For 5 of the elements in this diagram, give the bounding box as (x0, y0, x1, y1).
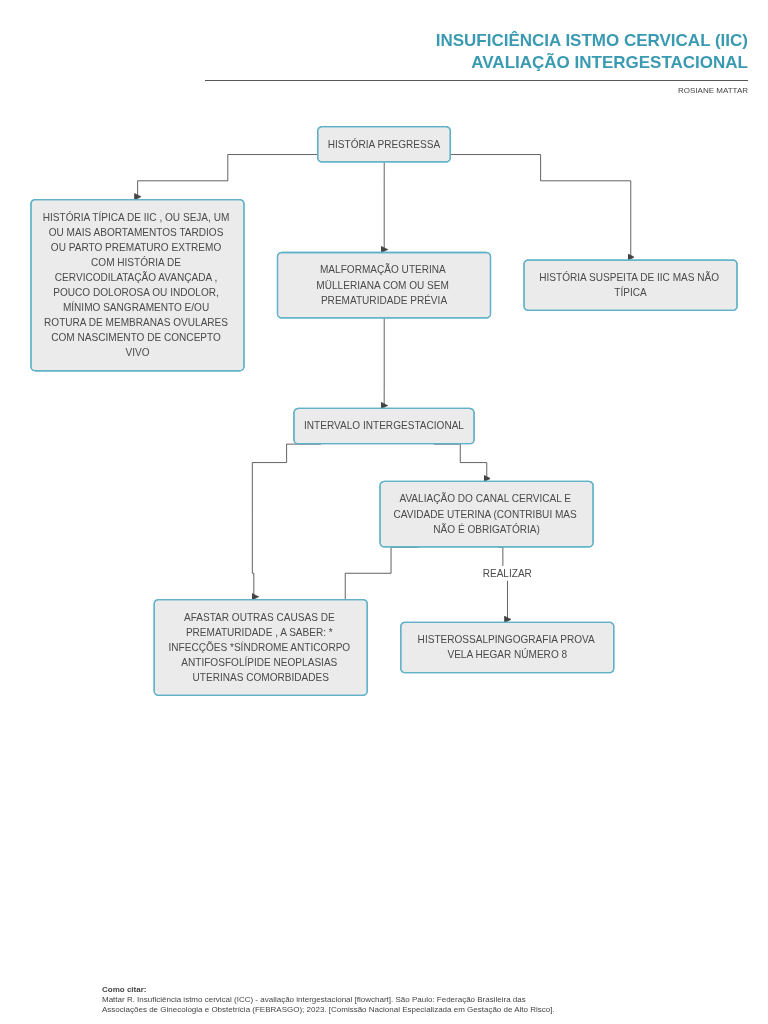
title: INSUFICIÊNCIA ISTMO CERVICAL (IIC) AVALIAÇÃO INTERGESTACIONAL (434, 30, 748, 74)
edge-label: REALIZAR (482, 567, 532, 580)
citation-heading: Como citar: (102, 985, 147, 994)
citation-text: Mattar R. Insuficiência istmo cervical (ICC) - avaliação intergestacional [flowchart]. São Paulo: Federação Brasileira das Associações de Ginecologia e Obstetrícia (FEBRASGO); 2023. [Comissão Nacional Especializada em Gestação de Alto Risco]. (102, 995, 556, 1015)
author-name: ROSIANE MATTAR (678, 86, 748, 95)
